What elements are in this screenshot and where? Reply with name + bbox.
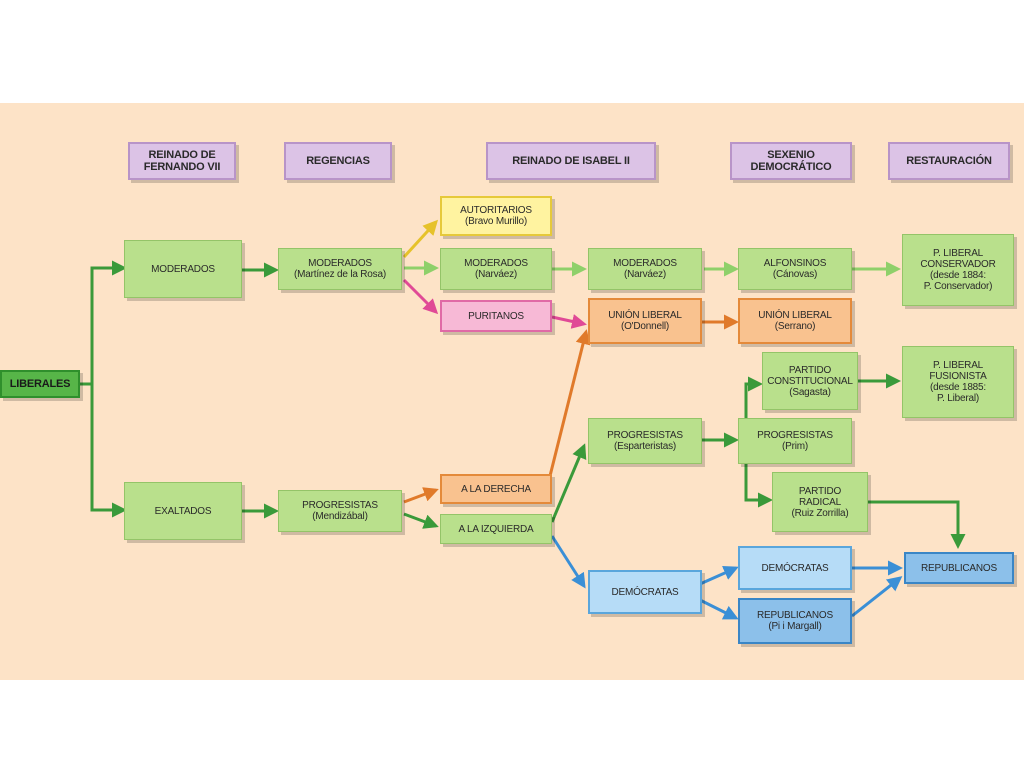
- header-reinado-isabel-ii: REINADO DE ISABEL II: [486, 142, 656, 180]
- node-exaltados: EXALTADOS: [124, 482, 242, 540]
- link-martinez-autoritarios: [402, 219, 439, 259]
- node-a-la-derecha: A LA DERECHA: [440, 474, 552, 504]
- link-prim-constitucional: [744, 376, 763, 420]
- node-moderados: MODERADOS: [124, 240, 242, 298]
- link-liberales-exaltados: [90, 384, 127, 518]
- link-izquierda-democratas: [550, 535, 586, 589]
- link-democratas-republicanos-pi: [699, 598, 739, 620]
- node-progresistas-esparteristas: PROGRESISTAS (Esparteristas): [588, 418, 702, 464]
- node-moderados-martinez: MODERADOS (Martínez de la Rosa): [278, 248, 402, 290]
- node-democratas-1: DEMÓCRATAS: [588, 570, 702, 614]
- node-republicanos: REPUBLICANOS: [904, 552, 1014, 584]
- node-union-liberal-serrano: UNIÓN LIBERAL (Serrano): [738, 298, 852, 344]
- node-puritanos: PURITANOS: [440, 300, 552, 332]
- node-moderados-narvaez-1: MODERADOS (Narváez): [440, 248, 552, 290]
- link-izquierda-esparteristas: [550, 443, 587, 523]
- node-union-liberal-odonnell: UNIÓN LIBERAL (O'Donnell): [588, 298, 702, 344]
- node-p-liberal-conservador: P. LIBERAL CONSERVADOR (desde 1884: P. C…: [902, 234, 1014, 306]
- node-progresistas-prim: PROGRESISTAS (Prim): [738, 418, 852, 464]
- link-prim-radical: [744, 464, 773, 508]
- link-puritanos-union: [551, 314, 587, 329]
- node-partido-radical: PARTIDO RADICAL (Ruiz Zorrilla): [772, 472, 868, 532]
- link-pi-republicanos: [851, 576, 903, 618]
- node-liberales: LIBERALES: [0, 370, 80, 398]
- node-partido-constitucional: PARTIDO CONSTITUCIONAL (Sagasta): [762, 352, 858, 410]
- node-progresistas-mendizabal: PROGRESISTAS (Mendizábal): [278, 490, 402, 532]
- header-sexenio-democratico: SEXENIO DEMOCRÁTICO: [730, 142, 852, 180]
- link-democratas-democratas: [699, 566, 739, 586]
- link-radical-republicanos: [868, 500, 966, 549]
- header-restauracion: RESTAURACIÓN: [888, 142, 1010, 180]
- node-a-la-izquierda: A LA IZQUIERDA: [440, 514, 552, 544]
- node-p-liberal-fusionista: P. LIBERAL FUSIONISTA (desde 1885: P. Li…: [902, 346, 1014, 418]
- node-republicanos-pi-margall: REPUBLICANOS (Pi i Margall): [738, 598, 852, 644]
- node-moderados-narvaez-2: MODERADOS (Narváez): [588, 248, 702, 290]
- header-reinado-fernando-vii: REINADO DE FERNANDO VII: [128, 142, 236, 180]
- node-democratas-2: DEMÓCRATAS: [738, 546, 852, 590]
- link-martinez-puritanos: [402, 278, 439, 315]
- node-alfonsinos: ALFONSINOS (Cánovas): [738, 248, 852, 290]
- node-autoritarios: AUTORITARIOS (Bravo Murillo): [440, 196, 552, 236]
- link-mendizabal-derecha: [403, 487, 439, 504]
- link-mendizabal-izquierda: [403, 512, 439, 529]
- header-regencias: REGENCIAS: [284, 142, 392, 180]
- link-derecha-union: [548, 329, 591, 477]
- link-liberales-moderados: [80, 260, 127, 386]
